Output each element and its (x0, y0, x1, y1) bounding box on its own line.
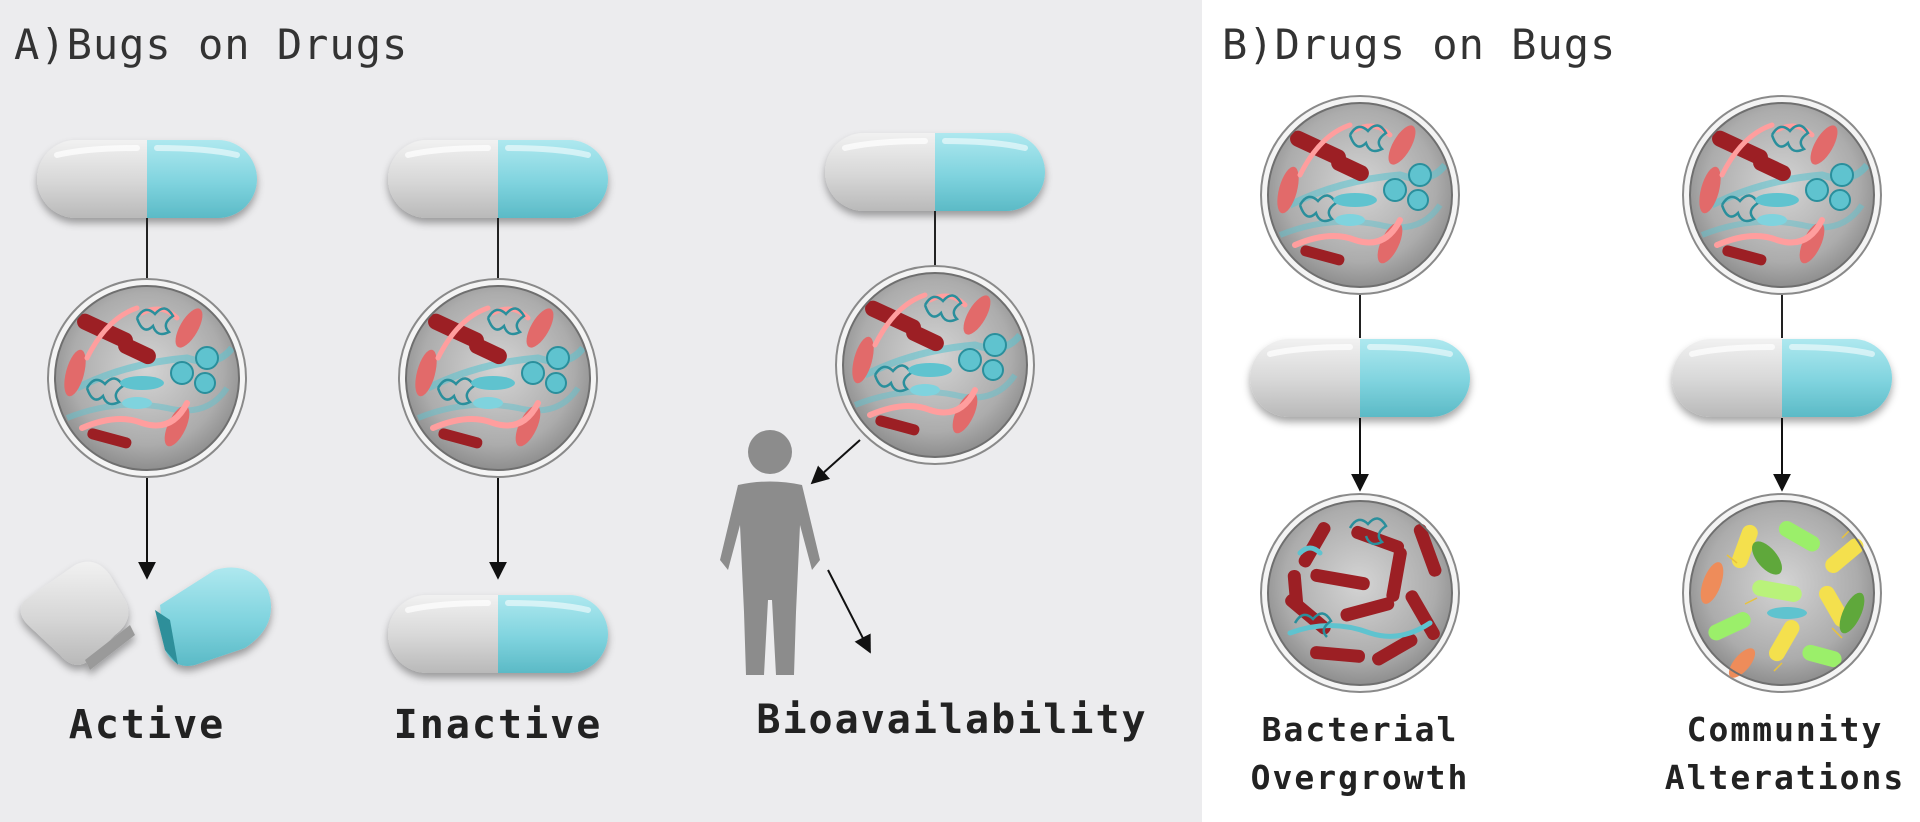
label-alterations-line2: Alterations (1664, 758, 1906, 797)
label-alterations-line1: Community (1686, 710, 1884, 749)
microbiome-dish-icon (836, 266, 1034, 464)
microbiome-dish-icon (1261, 96, 1459, 294)
altered-community-dish-icon (1682, 493, 1882, 693)
label-overgrowth-line1: Bacterial (1261, 710, 1459, 749)
capsule-icon (1672, 339, 1892, 417)
label-active: Active (68, 702, 226, 748)
column-inactive (388, 140, 608, 673)
panel-a-title: A)Bugs on Drugs (14, 20, 409, 69)
panel-b-title: B)Drugs on Bugs (1222, 20, 1617, 69)
label-alterations: Community Alterations (1660, 706, 1910, 802)
capsule-icon (1250, 339, 1470, 417)
overgrowth-dish-icon (1261, 494, 1459, 692)
label-overgrowth-line2: Overgrowth (1250, 758, 1470, 797)
capsule-icon (37, 140, 257, 218)
column-alterations (1672, 96, 1892, 693)
capsule-icon (388, 595, 608, 673)
column-active (20, 140, 272, 670)
label-overgrowth: Bacterial Overgrowth (1230, 706, 1490, 802)
human-silhouette-icon (720, 430, 820, 675)
split-capsule-icon (20, 561, 272, 670)
column-bioavailability (720, 133, 1045, 675)
microbiome-dish-icon (399, 279, 597, 477)
microbiome-dish-icon (48, 279, 246, 477)
microbiome-dish-icon (1683, 96, 1881, 294)
arrow-icon (810, 439, 861, 485)
label-bioavailability: Bioavailability (756, 697, 1148, 743)
arrow-icon (827, 569, 871, 654)
capsule-icon (388, 140, 608, 218)
label-inactive: Inactive (393, 702, 603, 748)
capsule-icon (825, 133, 1045, 211)
column-overgrowth (1250, 96, 1470, 692)
